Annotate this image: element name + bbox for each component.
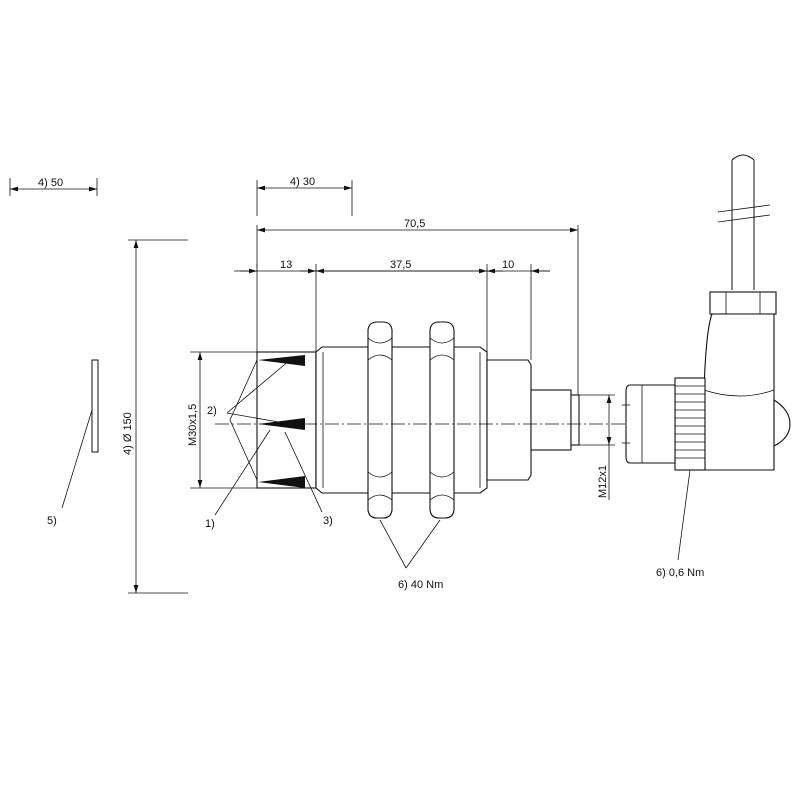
callout-nut-torque: 6) 40 Nm [379,519,443,591]
dim-chain: 13 37,5 10 [234,259,550,360]
sensor-body [256,346,580,494]
connector-torque-label: 6) 0,6 Nm [656,567,704,579]
dim-target-diameter-label: 4) Ø 150 [122,412,134,455]
dim-target-width-label: 4) 50 [38,177,63,189]
dim-target-width: 4) 50 [9,177,98,196]
dim-connector-thread: M12x1 [579,394,615,500]
dim-side-clearance-label: 4) 30 [290,176,315,188]
dim-side-clearance: 4) 30 [256,176,353,216]
knurl-lines [675,385,705,459]
callout-5-label: 5) [47,515,57,527]
nut-torque-label: 6) 40 Nm [398,579,443,591]
dim-thread-size: M30x1,5 [187,351,262,489]
callout-connector-torque: 6) 0,6 Nm [656,469,704,579]
target-plate: 5) [47,359,99,527]
dim-overall-length-label: 70,5 [404,218,425,230]
lock-nut-rear [429,321,455,519]
angled-connector [622,154,791,471]
dim-housing-rear-label: 10 [502,259,514,271]
dim-thread-size-label: M30x1,5 [187,404,199,446]
callout-3-label: 3) [323,515,333,527]
callouts-sensor: 2) 1) 3) [205,359,333,530]
dim-thread-length-label: 37,5 [390,259,411,271]
dim-connector-thread-label: M12x1 [597,465,609,498]
callout-1-label: 1) [205,518,215,530]
dim-target-diameter: 4) Ø 150 [122,239,188,594]
callout-2-label: 2) [207,405,217,417]
dim-sensing-face-label: 13 [280,259,292,271]
lock-nut-front [367,321,393,519]
dim-overall-length: 70,5 [256,218,579,395]
